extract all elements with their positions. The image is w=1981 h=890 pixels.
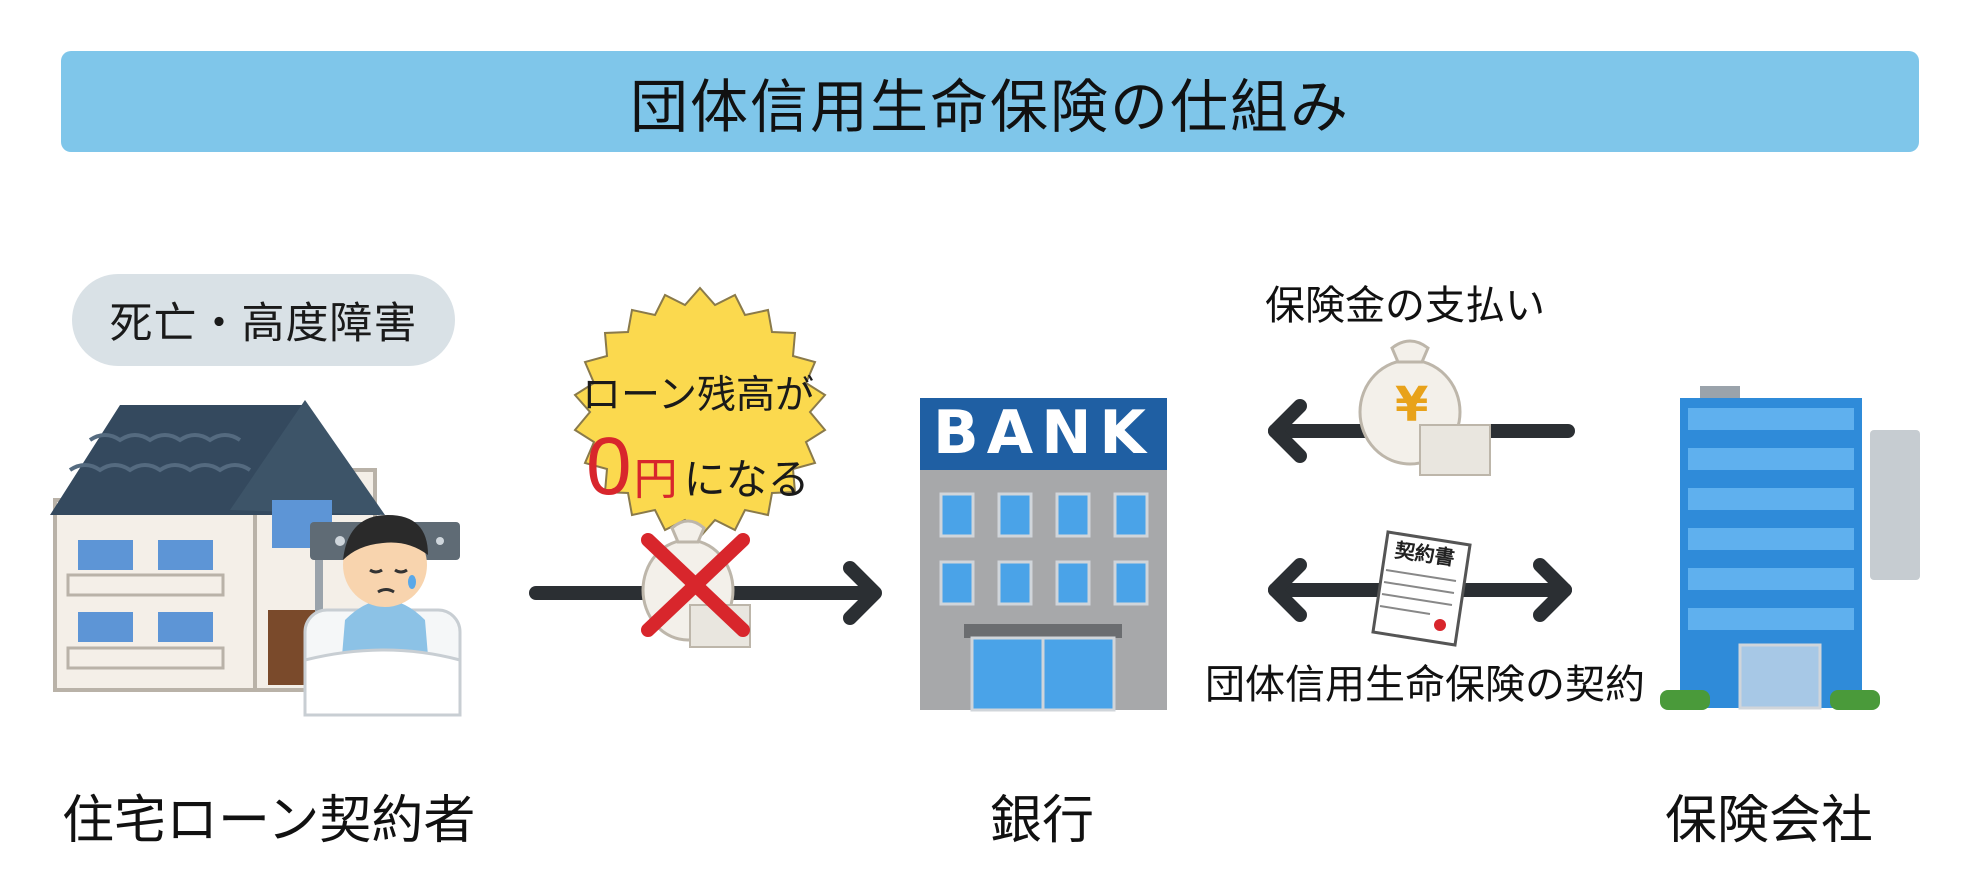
burst-line2: 0 円 になる: [586, 420, 810, 514]
burst-line1: ローン残高が: [581, 373, 815, 418]
page-title: 団体信用生命保険の仕組み: [629, 72, 1350, 141]
yen-unit: 円: [633, 454, 678, 505]
insurance-money-bag-icon: [1358, 339, 1491, 476]
contract-label: 団体信用生命保険の契約: [1205, 662, 1645, 708]
burst-suffix: になる: [683, 455, 810, 504]
insurance-building-icon: [1660, 386, 1920, 710]
bank-sign: BANK: [933, 398, 1154, 468]
condition-badge: 死亡・高度障害: [72, 274, 455, 366]
yen-symbol: ¥: [1395, 377, 1429, 433]
zero-amount: 0: [586, 421, 632, 512]
insurer-label: 保険会社: [1665, 791, 1874, 851]
borrower-label: 住宅ローン契約者: [62, 791, 476, 851]
payment-label: 保険金の支払い: [1265, 283, 1545, 329]
house-icon: [50, 400, 385, 692]
contract-document-icon: [1371, 530, 1472, 647]
patient-in-bed-icon: [303, 515, 462, 717]
bank-building-icon: [920, 398, 1167, 712]
cross-icon: [641, 533, 750, 637]
title-banner: 団体信用生命保険の仕組み: [61, 51, 1919, 152]
bank-label: 銀行: [990, 791, 1095, 851]
